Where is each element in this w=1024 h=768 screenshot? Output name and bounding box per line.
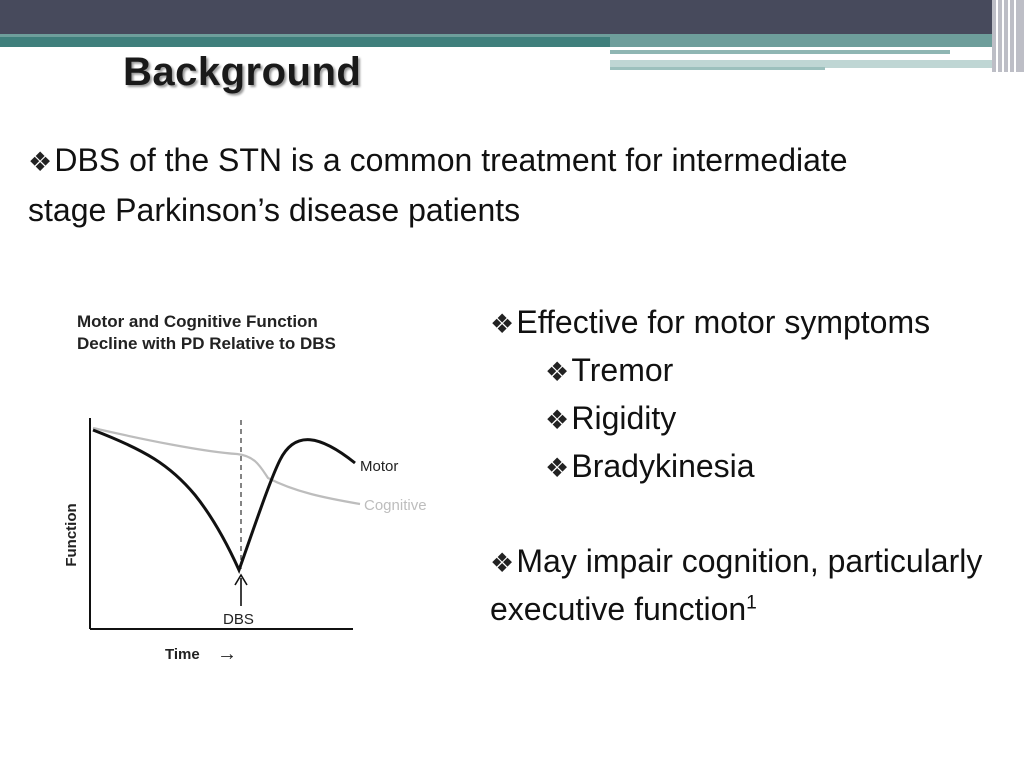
accent-line bbox=[610, 50, 950, 54]
diamond-bullet-icon: ❖ bbox=[545, 404, 570, 435]
series-label-cognitive: Cognitive bbox=[364, 497, 427, 514]
sub-bullet-text: Rigidity bbox=[571, 400, 677, 436]
sub-bullet-text: Tremor bbox=[571, 352, 674, 388]
x-axis-label: Time bbox=[165, 646, 200, 663]
slide-title: Background bbox=[123, 50, 362, 94]
top-bar bbox=[0, 0, 1024, 34]
bullet-cognition: ❖May impair cognition, particularly exec… bbox=[490, 538, 1010, 633]
intro-text: DBS of the STN is a common treatment for… bbox=[28, 142, 848, 228]
footnote-ref: 1 bbox=[746, 592, 757, 614]
intro-bullet: ❖DBS of the STN is a common treatment fo… bbox=[28, 136, 908, 234]
sub-bullet-bradykinesia: ❖Bradykinesia bbox=[490, 443, 1010, 491]
x-axis-arrow-icon: → bbox=[217, 643, 237, 665]
sub-bullet-tremor: ❖Tremor bbox=[490, 347, 1010, 395]
chart-title-line-2: Decline with PD Relative to DBS bbox=[77, 334, 336, 353]
sub-bullet-rigidity: ❖Rigidity bbox=[490, 395, 1010, 443]
right-bullet-list: ❖Effective for motor symptoms ❖Tremor ❖R… bbox=[490, 299, 1010, 633]
function-decline-chart: Motor and Cognitive Function Decline wit… bbox=[63, 312, 427, 665]
accent-line bbox=[610, 67, 825, 70]
bullet-motor: ❖Effective for motor symptoms bbox=[490, 299, 1010, 347]
series-line-cognitive bbox=[92, 426, 361, 506]
diamond-bullet-icon: ❖ bbox=[545, 452, 570, 483]
diamond-bullet-icon: ❖ bbox=[28, 146, 53, 177]
dbs-annotation: DBS bbox=[223, 611, 254, 628]
y-axis-label: Function bbox=[63, 503, 80, 566]
dbs-arrow-head bbox=[234, 573, 248, 586]
corner-stripes bbox=[992, 0, 1024, 72]
bullet-text: May impair cognition, particularly execu… bbox=[490, 543, 983, 627]
sub-bullet-text: Bradykinesia bbox=[571, 448, 755, 484]
spacer bbox=[490, 491, 1010, 538]
series-label-motor: Motor bbox=[360, 458, 398, 475]
accent-line bbox=[610, 60, 1005, 68]
diamond-bullet-icon: ❖ bbox=[490, 308, 515, 339]
chart-title-line-1: Motor and Cognitive Function bbox=[77, 312, 318, 331]
teal-band-dark bbox=[0, 37, 610, 47]
diamond-bullet-icon: ❖ bbox=[490, 547, 515, 578]
diamond-bullet-icon: ❖ bbox=[545, 356, 570, 387]
bullet-text: Effective for motor symptoms bbox=[516, 304, 931, 340]
series-line-motor bbox=[92, 428, 356, 575]
